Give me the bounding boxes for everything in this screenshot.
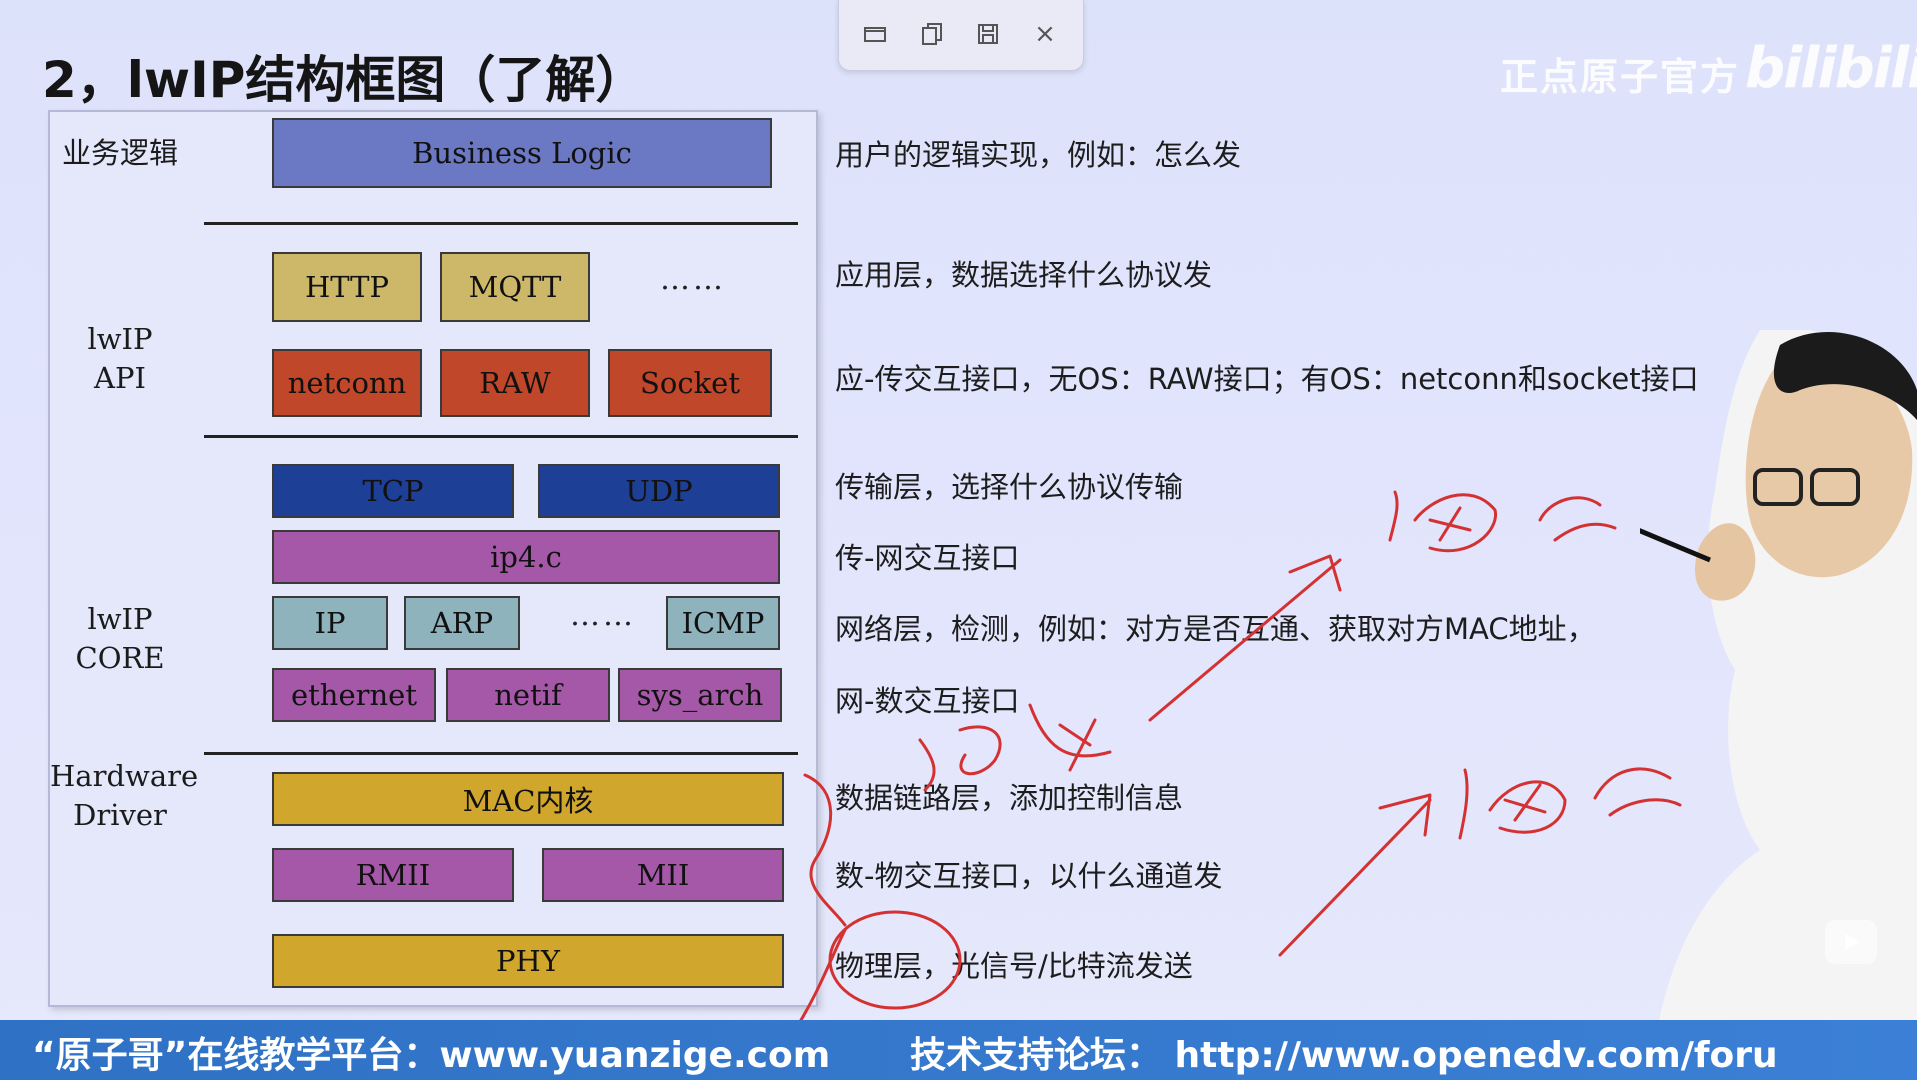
save-icon[interactable]: [972, 18, 1004, 50]
section-label-core: lwIP CORE: [60, 600, 180, 678]
block-http: HTTP: [272, 252, 422, 322]
section-label-core-line1: lwIP: [87, 602, 153, 636]
block-mii: MII: [542, 848, 784, 902]
brand-watermark: 正点原子官方: [1500, 55, 1741, 99]
window-icon[interactable]: [859, 18, 891, 50]
section-label-hw-line1: Hardware: [50, 759, 199, 793]
note-application: 应用层，数据选择什么协议发: [835, 258, 1213, 292]
block-netconn: netconn: [272, 349, 422, 417]
block-ethernet: ethernet: [272, 668, 436, 722]
lwip-diagram: 业务逻辑 lwIP API lwIP CORE Hardware Driver …: [48, 110, 818, 1007]
section-label-hw-line2: Driver: [73, 798, 167, 832]
ellipsis-core: ……: [570, 598, 636, 633]
section-label-api: lwIP API: [87, 322, 153, 395]
block-mqtt: MQTT: [440, 252, 590, 322]
separator-line: [204, 435, 798, 438]
copy-icon[interactable]: [916, 18, 948, 50]
block-udp: UDP: [538, 464, 780, 518]
presenter-photo: [1640, 330, 1917, 1080]
block-ip4: ip4.c: [272, 530, 780, 584]
note-datalink: 数据链路层，添加控制信息: [835, 781, 1184, 815]
note-business: 用户的逻辑实现，例如：怎么发: [835, 138, 1242, 172]
block-sys-arch: sys_arch: [618, 668, 782, 722]
block-raw: RAW: [440, 349, 590, 417]
bilibili-logo: bilibili: [1745, 36, 1917, 101]
note-datalink-physical: 数-物交互接口，以什么通道发: [835, 859, 1223, 893]
section-label-hardware: Hardware Driver: [50, 757, 199, 835]
block-socket: Socket: [608, 349, 772, 417]
note-app-transport: 应-传交互接口，无OS：RAW接口；有OS：netconn和socket接口: [835, 362, 1699, 396]
play-icon[interactable]: [1825, 920, 1877, 964]
separator-line: [204, 752, 798, 755]
block-tcp: TCP: [272, 464, 514, 518]
banner-platform-text: “原子哥”在线教学平台：www.yuanzige.com: [32, 1035, 831, 1076]
ellipsis-app: ……: [660, 262, 726, 297]
block-icmp: ICMP: [666, 596, 780, 650]
section-label-core-line2: CORE: [75, 641, 165, 675]
separator-line: [204, 222, 798, 225]
note-transport: 传输层，选择什么协议传输: [835, 470, 1184, 504]
slide-title: 2，lwIP结构框图（了解）: [42, 51, 646, 109]
note-network: 网络层，检测，例如：对方是否互通、获取对方MAC地址，: [835, 612, 1596, 646]
block-rmii: RMII: [272, 848, 514, 902]
block-netif: netif: [446, 668, 610, 722]
section-label-business: 业务逻辑: [61, 136, 178, 170]
bottom-banner: [0, 1020, 1917, 1080]
block-phy: PHY: [272, 934, 784, 988]
close-icon[interactable]: ×: [1034, 19, 1056, 49]
block-business-logic: Business Logic: [272, 118, 772, 188]
floating-toolbar: ×: [838, 0, 1084, 71]
block-ip: IP: [272, 596, 388, 650]
note-network-datalink: 网-数交互接口: [835, 684, 1020, 718]
block-mac: MAC内核: [272, 772, 784, 826]
note-physical: 物理层，光信号/比特流发送: [835, 949, 1193, 983]
block-arp: ARP: [404, 596, 520, 650]
banner-forum-text: 技术支持论坛： http://www.openedv.com/foru: [910, 1035, 1778, 1076]
note-transport-network: 传-网交互接口: [835, 541, 1020, 575]
